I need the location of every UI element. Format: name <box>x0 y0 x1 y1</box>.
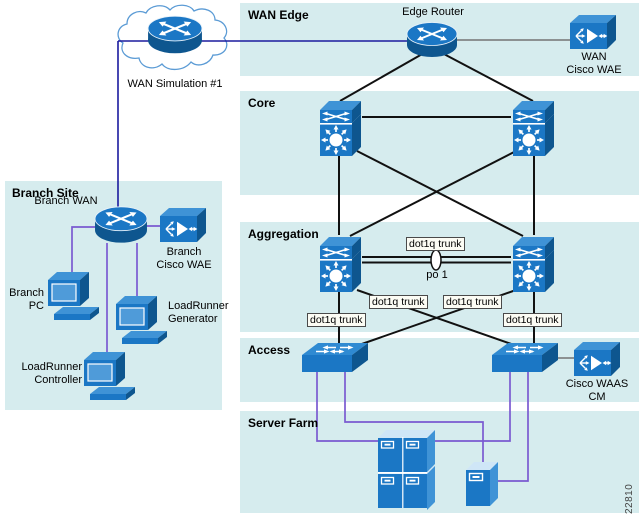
agg-switch-right-icon <box>511 234 555 292</box>
link-edge-core-left <box>339 52 425 102</box>
waas-cm-label: Cisco WAAS CM <box>565 378 629 403</box>
branch-wae-icon <box>159 207 207 243</box>
link-accessL-server-single <box>344 365 484 468</box>
section-label-core: Core <box>248 96 276 110</box>
core-switch-right-icon <box>511 98 555 156</box>
branch-router-icon <box>93 205 149 244</box>
edge-router-icon <box>406 21 458 58</box>
cloud-router-icon <box>146 15 204 55</box>
section-label-access: Access <box>248 343 291 357</box>
link-accessR-server-single <box>497 365 529 482</box>
trunk-label-top: dot1q trunk <box>406 237 465 251</box>
trunk-label-mid-left: dot1q trunk <box>369 295 428 309</box>
server-single-icon <box>465 461 499 507</box>
agg-switch-left-icon <box>318 234 362 292</box>
branch-wan-label: Branch WAN <box>34 195 98 207</box>
link-coreL-aggR <box>356 150 524 237</box>
cloud-label: WAN Simulation #1 <box>127 78 223 90</box>
trunk-label-far-right: dot1q trunk <box>503 313 562 327</box>
access-switch-right-icon <box>491 341 559 381</box>
server-group-icon <box>377 428 436 511</box>
section-label-branch-site: Branch Site <box>12 186 79 200</box>
lan-links <box>338 52 535 347</box>
edge-router-label: Edge Router <box>402 6 464 18</box>
wan-wae-icon <box>569 14 617 50</box>
loadrunner-generator-icon <box>112 294 170 346</box>
band-core <box>240 91 639 195</box>
trunk-label-mid-right: dot1q trunk <box>443 295 502 309</box>
segment-links <box>71 225 529 482</box>
link-accessR-server-group <box>431 365 511 442</box>
loadrunner-generator-label: LoadRunner Generator <box>168 300 229 325</box>
section-label-wan-edge: WAN Edge <box>248 8 309 22</box>
link-edge-core-right <box>441 52 534 102</box>
wan-links <box>117 40 410 213</box>
branch-pc-icon <box>44 270 102 322</box>
section-label-server-farm: Server Farm <box>248 416 319 430</box>
access-switch-left-icon <box>301 341 369 381</box>
band-server-farm <box>240 411 639 513</box>
waas-cm-icon <box>573 341 621 377</box>
branch-pc-label: Branch PC <box>9 287 44 312</box>
link-accessL-server-group <box>316 365 380 442</box>
port-channel-ellipse <box>430 249 442 271</box>
trunk-label-far-left: dot1q trunk <box>307 313 366 327</box>
wan-wae-label: WAN Cisco WAE <box>566 51 622 76</box>
link-branch-router-pc <box>71 226 97 278</box>
core-switch-left-icon <box>318 98 362 156</box>
loadrunner-controller-label: LoadRunner Controller <box>21 361 82 386</box>
branch-wae-label: Branch Cisco WAE <box>156 246 212 271</box>
appliance-links <box>452 39 576 359</box>
figure-number: 22810 <box>624 483 635 514</box>
section-label-aggregation: Aggregation <box>248 227 319 241</box>
port-channel-label: po 1 <box>426 269 448 281</box>
loadrunner-controller-icon <box>80 350 138 402</box>
link-coreR-aggL <box>349 150 517 237</box>
